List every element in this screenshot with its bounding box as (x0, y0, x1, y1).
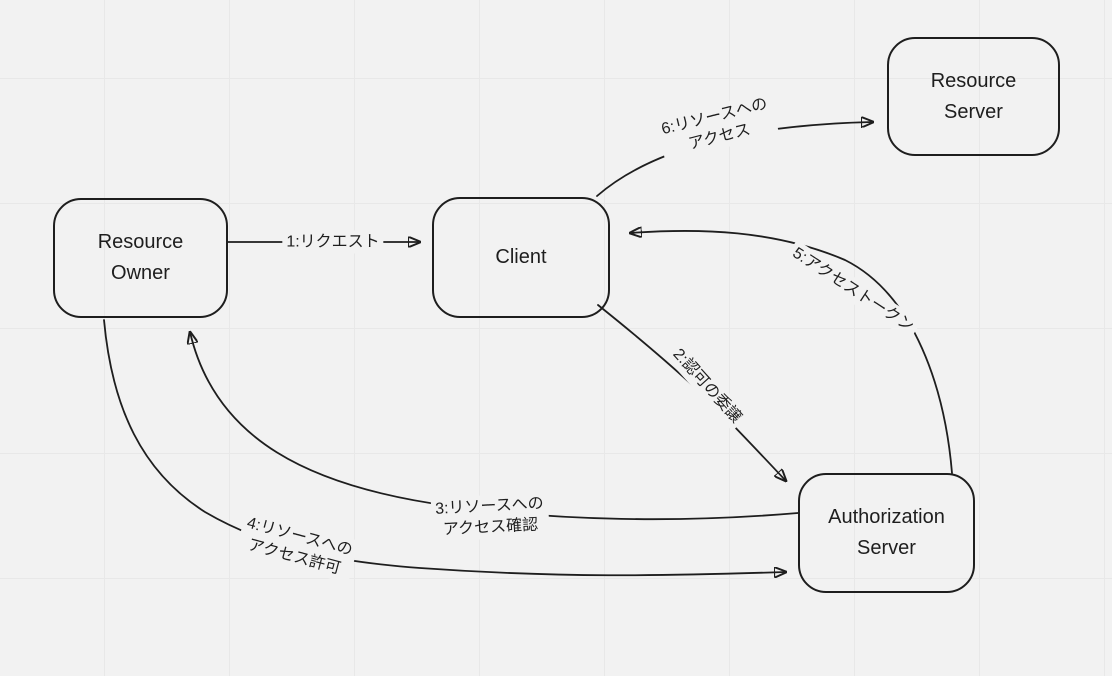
node-client[interactable]: Client (432, 197, 610, 318)
node-resource-server-label-line1: Resource (930, 69, 1017, 92)
node-client-label: Client (495, 246, 547, 268)
node-resource-owner-label-line2: Owner (111, 262, 170, 284)
edge-label-request-text: 1:リクエスト (286, 233, 380, 251)
node-authorization-server-label-line1: Authorization (828, 506, 945, 528)
arrow-2-authorization-delegation (597, 304, 786, 481)
node-resource-server-label-line2: Server (944, 100, 1003, 123)
node-authorization-server-label-line2: Server (857, 537, 916, 559)
edge-label-request: 1:リクエスト (282, 230, 384, 254)
arrow-5-access-token (630, 231, 953, 474)
node-authorization-server[interactable]: Authorization Server (798, 473, 975, 593)
edge-label-access-confirmation: 3:リソースへの アクセス確認 (430, 491, 550, 543)
node-resource-server[interactable]: Resource Server (887, 37, 1060, 156)
edge-label-access-confirmation-line2: アクセス確認 (442, 516, 539, 539)
node-resource-owner[interactable]: Resource Owner (53, 198, 228, 318)
arrow-3-access-confirmation (190, 332, 799, 521)
node-resource-owner-label-line1: Resource (97, 231, 184, 253)
